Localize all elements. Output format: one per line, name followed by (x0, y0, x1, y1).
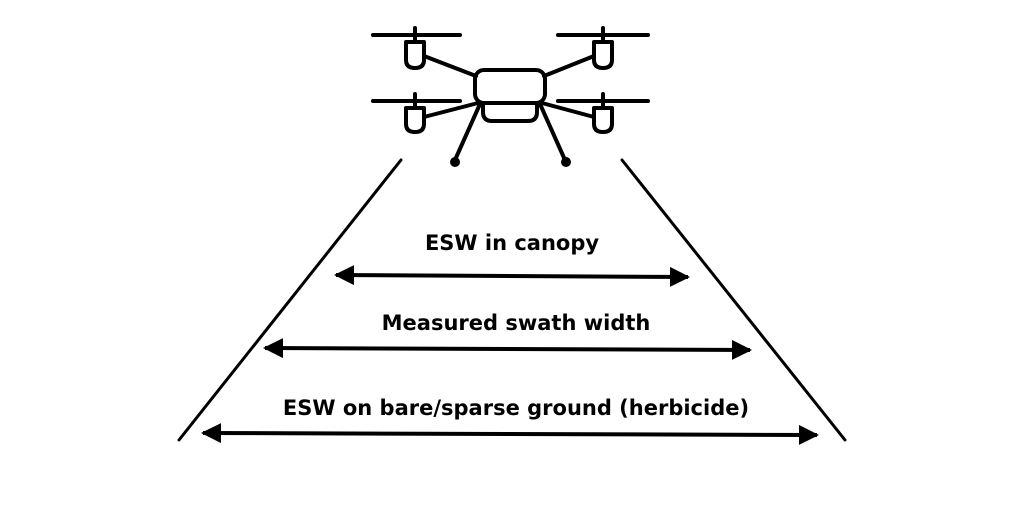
drone-tank (481, 101, 539, 123)
motor-bottom-left (404, 106, 426, 134)
drone-body (473, 68, 547, 105)
motor-bottom-right (592, 106, 614, 134)
spray-boundary-right (620, 158, 847, 442)
arrow-esw-bare-ground (201, 423, 819, 445)
label-esw-bare-ground: ESW on bare/sparse ground (herbicide) (283, 396, 749, 420)
label-measured-swath: Measured swath width (382, 311, 651, 335)
nozzle-left (450, 157, 460, 167)
drone-icon (371, 26, 650, 162)
nozzle-right (561, 157, 571, 167)
arrow-esw-canopy (334, 265, 690, 287)
label-esw-canopy: ESW in canopy (425, 231, 599, 255)
motor-top-right (592, 40, 614, 70)
spray-boundary-left (177, 158, 403, 442)
motor-top-left (404, 40, 426, 70)
arrow-measured-swath (263, 338, 752, 360)
